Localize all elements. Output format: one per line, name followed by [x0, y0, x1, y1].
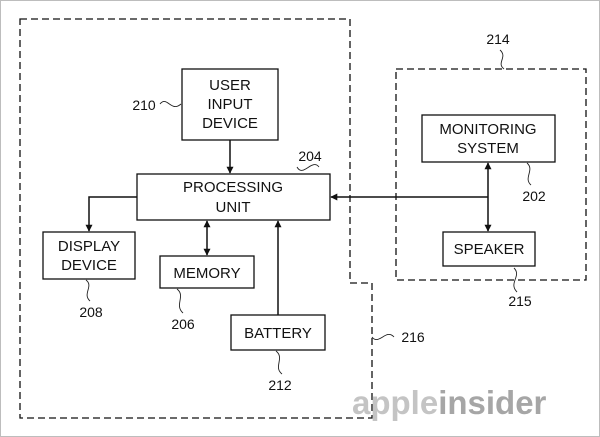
battery-label: BATTERY [244, 325, 312, 342]
ref-212: 212 [268, 377, 292, 393]
user-input-device-box [181, 68, 279, 141]
leader-204 [296, 164, 320, 171]
watermark-part-apple: apple [352, 384, 438, 421]
speaker-label: SPEAKER [454, 241, 525, 258]
ref-204: 204 [298, 148, 322, 164]
leader-215 [513, 267, 518, 293]
leader-202 [526, 162, 532, 186]
leader-210 [159, 101, 182, 107]
memory-box [159, 255, 255, 289]
monitoring-system-label-line1: MONITORING [439, 121, 536, 138]
appleinsider-watermark: appleinsider [352, 384, 547, 421]
leader-216 [371, 334, 395, 340]
ref-214: 214 [486, 31, 510, 47]
processing-unit-label-line2: UNIT [216, 199, 251, 216]
ref-216: 216 [401, 329, 425, 345]
leader-214 [499, 49, 505, 70]
memory-label: MEMORY [173, 265, 240, 282]
arrow-processing-to-display [85, 196, 137, 232]
display-device-label-line1: DISPLAY [58, 238, 120, 255]
leader-206 [176, 288, 184, 314]
right-device-boundary [395, 68, 587, 281]
monitoring-system-label-line2: SYSTEM [457, 140, 519, 157]
user-input-label-line2: INPUT [208, 96, 253, 113]
ref-210: 210 [132, 97, 156, 113]
watermark-part-insider: insider [438, 384, 546, 421]
left-device-boundary [19, 18, 373, 419]
user-input-label-line3: DEVICE [202, 115, 258, 132]
processing-unit-box [136, 173, 331, 221]
leader-208 [85, 279, 91, 302]
speaker-box [442, 231, 536, 267]
display-device-label-line2: DEVICE [61, 257, 117, 274]
ref-215: 215 [508, 293, 532, 309]
leader-212 [275, 350, 283, 375]
display-device-box [42, 231, 136, 280]
ref-208: 208 [79, 304, 103, 320]
monitoring-system-box [421, 114, 556, 163]
processing-unit-label-line1: PROCESSING [183, 179, 283, 196]
ref-206: 206 [171, 316, 195, 332]
user-input-label-line1: USER [209, 77, 251, 94]
ref-202: 202 [522, 188, 546, 204]
